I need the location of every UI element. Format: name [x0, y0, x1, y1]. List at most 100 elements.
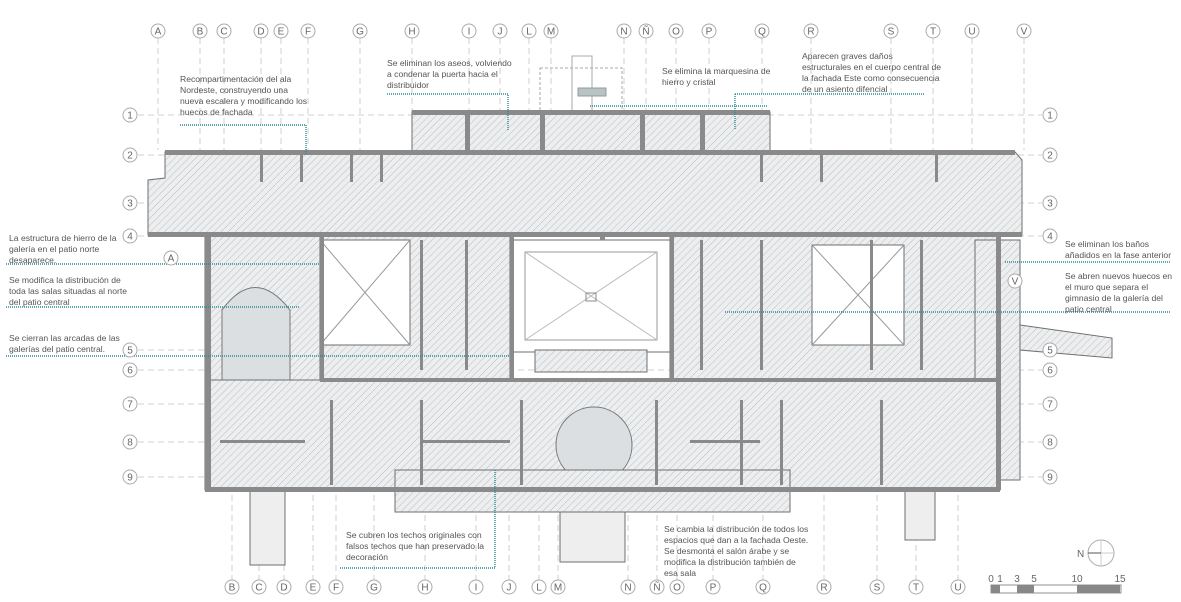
- building: [147, 55, 1113, 566]
- grid-marker-label: 6: [127, 366, 133, 377]
- grid-marker-label: R: [807, 27, 814, 38]
- row-marker-left: 2: [122, 147, 138, 163]
- column-marker-top: D: [253, 23, 269, 39]
- scale-tick-label: 0: [988, 574, 994, 585]
- column-marker-top: A: [150, 23, 166, 39]
- grid-marker-label: P: [706, 27, 713, 38]
- column-marker-bottom: I: [468, 579, 484, 595]
- walls: [148, 110, 1022, 492]
- column-marker-top: B: [192, 23, 208, 39]
- grid-marker-label: 2: [1047, 151, 1053, 162]
- grid-marker-label: T: [930, 27, 936, 38]
- column-marker-bottom: S: [869, 579, 885, 595]
- grid-marker-label: F: [333, 583, 339, 594]
- grid-marker-label: Ñ: [653, 581, 660, 594]
- main-steps: [559, 511, 626, 563]
- east-stairs: [904, 489, 936, 541]
- column-marker-bottom: O: [669, 579, 685, 595]
- grid-marker-label: U: [968, 27, 975, 38]
- grid-marker-label: E: [310, 583, 317, 594]
- grid-marker-label: 4: [127, 232, 133, 243]
- column-marker-bottom: J: [501, 579, 517, 595]
- grid-marker-label: 8: [1047, 438, 1053, 449]
- note-marquee: Se elimina la marquesina de hierro y cri…: [662, 66, 771, 87]
- column-marker-bottom: E: [305, 579, 321, 595]
- grid-marker-label: H: [408, 27, 415, 38]
- scale-tick-label: 3: [1014, 574, 1020, 585]
- note-northeast-wing: Recompartimentación del ala Nordeste, co…: [180, 74, 308, 117]
- note-structural: Aparecen graves daños estructurales en e…: [802, 51, 942, 94]
- grid-marker-label: M: [554, 583, 562, 594]
- row-marker-left: 4: [122, 228, 138, 244]
- row-marker-left: 5: [122, 342, 138, 358]
- scale-tick-label: 15: [1114, 574, 1126, 585]
- column-marker-bottom: D: [276, 579, 292, 595]
- note-toilets: Se eliminan los aseos, volviendo a conde…: [387, 58, 512, 90]
- grid-marker-label: H: [421, 583, 428, 594]
- column-marker-top: P: [701, 23, 717, 39]
- row-marker-right: 7: [1042, 396, 1058, 412]
- column-marker-top: R: [803, 23, 819, 39]
- column-marker-top: C: [216, 23, 232, 39]
- north-arrow: N: [1077, 539, 1115, 567]
- grid-marker-label: G: [356, 27, 364, 38]
- column-marker-top: S: [883, 23, 899, 39]
- grid-marker-label: O: [673, 583, 681, 594]
- grid-marker-label: L: [526, 27, 532, 38]
- note-iron-structure: La estructura de hierro de la galería en…: [9, 233, 117, 265]
- column-marker-top: N: [616, 23, 632, 39]
- grid-marker-label: L: [536, 583, 542, 594]
- grid-marker-label: 8: [127, 438, 133, 449]
- column-marker-bottom: F: [328, 579, 344, 595]
- column-marker-bottom: L: [531, 579, 547, 595]
- column-marker-bottom: M: [550, 579, 566, 595]
- note-north-rooms: Se modifica la distribución de toda las …: [9, 275, 127, 307]
- note-gym: Se abren nuevos huecos en el muro que se…: [1065, 271, 1173, 314]
- grid-marker-label: I: [475, 583, 478, 594]
- grid-marker-label: 3: [1047, 199, 1053, 210]
- row-marker-right: 4: [1042, 228, 1058, 244]
- row-marker-left: 8: [122, 434, 138, 450]
- grid-marker-label: C: [255, 583, 262, 594]
- grid-marker-label: U: [954, 583, 961, 594]
- column-marker-top: G: [352, 23, 368, 39]
- row-marker-right: 2: [1042, 147, 1058, 163]
- scale-tick-label: 10: [1071, 574, 1083, 585]
- column-marker-bottom: H: [417, 579, 433, 595]
- grid-marker-label: 3: [127, 199, 133, 210]
- column-marker-top: E: [273, 23, 289, 39]
- row-marker-right: 9: [1042, 469, 1058, 485]
- grid-marker-label: A: [168, 254, 175, 265]
- column-marker-bottom: Q: [755, 579, 771, 595]
- column-marker-bottom: R: [816, 579, 832, 595]
- grid-marker-label: O: [672, 27, 680, 38]
- grid-marker-label: N: [624, 583, 631, 594]
- grid-marker-label: P: [710, 583, 717, 594]
- row-marker-right: 1: [1042, 107, 1058, 123]
- grid-marker-label: Q: [758, 27, 766, 38]
- column-marker-bottom: G: [366, 579, 382, 595]
- grid-marker-label: V: [1021, 27, 1028, 38]
- row-marker-right: 3: [1042, 195, 1058, 211]
- north-wing: [147, 151, 1023, 236]
- grid-marker-label: S: [874, 583, 881, 594]
- note-west-facade: Se cambia la distribución de todos los e…: [664, 524, 809, 578]
- note-arcades: Se cierran las arcadas de las galerías d…: [9, 333, 120, 354]
- column-marker-top: O: [668, 23, 684, 39]
- grid-marker-label: V: [1012, 277, 1019, 288]
- column-marker-top: H: [404, 23, 420, 39]
- grid-marker-label: 6: [1047, 366, 1053, 377]
- grid-marker-label: G: [370, 583, 378, 594]
- scale-tick-label: 1: [997, 574, 1003, 585]
- column-marker-bottom: N: [620, 579, 636, 595]
- grid-marker-label: Ñ: [642, 25, 649, 38]
- grid-marker-label: F: [305, 27, 311, 38]
- grid-marker-label: S: [888, 27, 895, 38]
- grid-marker-label: 9: [127, 473, 133, 484]
- column-marker-bottom: Ñ: [649, 579, 665, 595]
- column-marker-top: I: [461, 23, 477, 39]
- row-marker-right: 8: [1042, 434, 1058, 450]
- grid-marker-label: R: [820, 583, 827, 594]
- annotation-leaders: [6, 93, 1170, 569]
